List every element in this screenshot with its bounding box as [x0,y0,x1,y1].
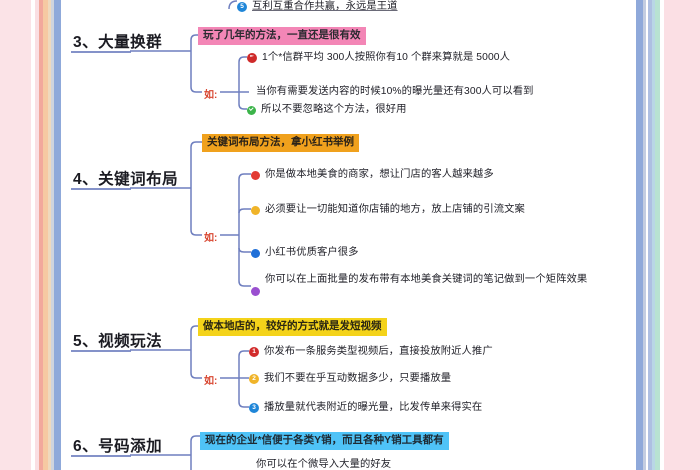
bullet-dot-icon [251,287,260,296]
section-banner-5: 做本地店的，较好的方式就是发短视频 [198,318,387,337]
leaf-row: 所以不要忽略这个方法，很好用 [247,103,577,118]
leaf-row: 1个*信群平均 300人按照你有10 个群来算就是 5000人 [247,51,597,66]
right-stripe [648,0,652,470]
leaf-row: 5 互利互重合作共赢，永远是王道 [237,0,577,15]
leaf-row: 你可以在上面批量的发布带有本地美食关键词的笔记做到一个矩阵效果 [251,273,591,296]
section-rule [71,350,131,352]
leaf-text: 互利互重合作共赢，永远是王道 [252,1,398,12]
number-badge-icon: 2 [249,374,259,384]
section-rule [71,188,131,190]
leaf-row: 小红书优质客户很多 [251,246,526,261]
section-heading-6: 6、号码添加 [73,438,163,455]
right-stripe [655,0,660,470]
connector-lines [130,0,251,470]
leaf-text: 当你有需要发送内容的时候10%的曝光量还有300人可以看到 [256,86,534,97]
check-badge-icon [247,105,256,115]
right-stripe [664,0,700,470]
leaf-text: 你是做本地美食的商家，想让门店的客人越来越多 [265,169,494,180]
mindmap-canvas: 5 互利互重合作共赢，永远是王道 3、大量换群 玩了几年的方法，一直还是很有效 … [63,0,636,470]
leaf-text: 你可以在个微导入大量的好友 [256,459,392,470]
right-stripe [660,0,664,470]
right-stripe [636,0,643,470]
left-stripe [48,0,51,470]
bullet-dot-icon [251,248,260,258]
leaf-text: 必须要让一切能知道你店铺的地方，放上店铺的引流文案 [265,204,525,215]
leaf-text: 你发布一条服务类型视频后，直接投放附近人推广 [264,346,493,357]
section-rule [71,51,131,53]
left-stripe [54,0,61,470]
branch-label-3: 如: [204,90,218,101]
left-stripe [51,0,54,470]
number-badge-icon: 1 [249,347,259,357]
flag-badge-icon [247,53,257,63]
right-stripe [646,0,648,470]
left-stripe [35,0,39,470]
section-heading-4: 4、关键词布局 [73,171,179,188]
section-banner-4: 关键词布局方法，拿小红书举例 [202,134,359,153]
leaf-row: 你是做本地美食的商家，想让门店的客人越来越多 [251,168,526,183]
right-stripe [652,0,655,470]
section-banner-6: 现在的企业*信便于各类Y销，而且各种Y销工具都有 [200,432,449,451]
number-badge-icon: 5 [237,2,247,12]
leaf-row: 1 你发布一条服务类型视频后，直接投放附近人推广 [249,345,589,360]
bullet-dot-icon [251,205,260,215]
leaf-text: 1个*信群平均 300人按照你有10 个群来算就是 5000人 [262,52,511,63]
leaf-text: 我们不要在乎互动数据多少，只要播放量 [264,373,452,384]
section-heading-3: 3、大量换群 [73,34,163,51]
leaf-text: 你可以在上面批量的发布带有本地美食关键词的笔记做到一个矩阵效果 [265,274,588,285]
bullet-dot-icon [251,170,260,180]
leaf-text: 播放量就代表附近的曝光量，比发传单来得实在 [264,402,483,413]
leaf-row: 当你有需要发送内容的时候10%的曝光量还有300人可以看到 [251,85,611,100]
section-heading-5: 5、视频玩法 [73,333,163,350]
left-stripe [0,0,31,470]
branch-label-4: 如: [204,233,218,244]
leaf-row: 你可以在个微导入大量的好友 [251,458,591,470]
right-stripe [643,0,646,470]
left-stripe [39,0,43,470]
leaf-text: 小红书优质客户很多 [265,247,359,258]
section-rule [71,455,131,457]
branch-label-5: 如: [204,376,218,387]
leaf-row: 3 播放量就代表附近的曝光量，比发传单来得实在 [249,401,589,416]
leaf-text: 所以不要忽略这个方法，很好用 [261,104,407,115]
section-banner-3: 玩了几年的方法，一直还是很有效 [198,27,366,46]
number-badge-icon: 3 [249,403,259,413]
left-stripe [61,0,63,470]
leaf-row: 2 我们不要在乎互动数据多少，只要播放量 [249,372,589,387]
left-stripe [31,0,35,470]
leaf-row: 必须要让一切能知道你店铺的地方，放上店铺的引流文案 [251,203,526,218]
left-stripe [43,0,48,470]
